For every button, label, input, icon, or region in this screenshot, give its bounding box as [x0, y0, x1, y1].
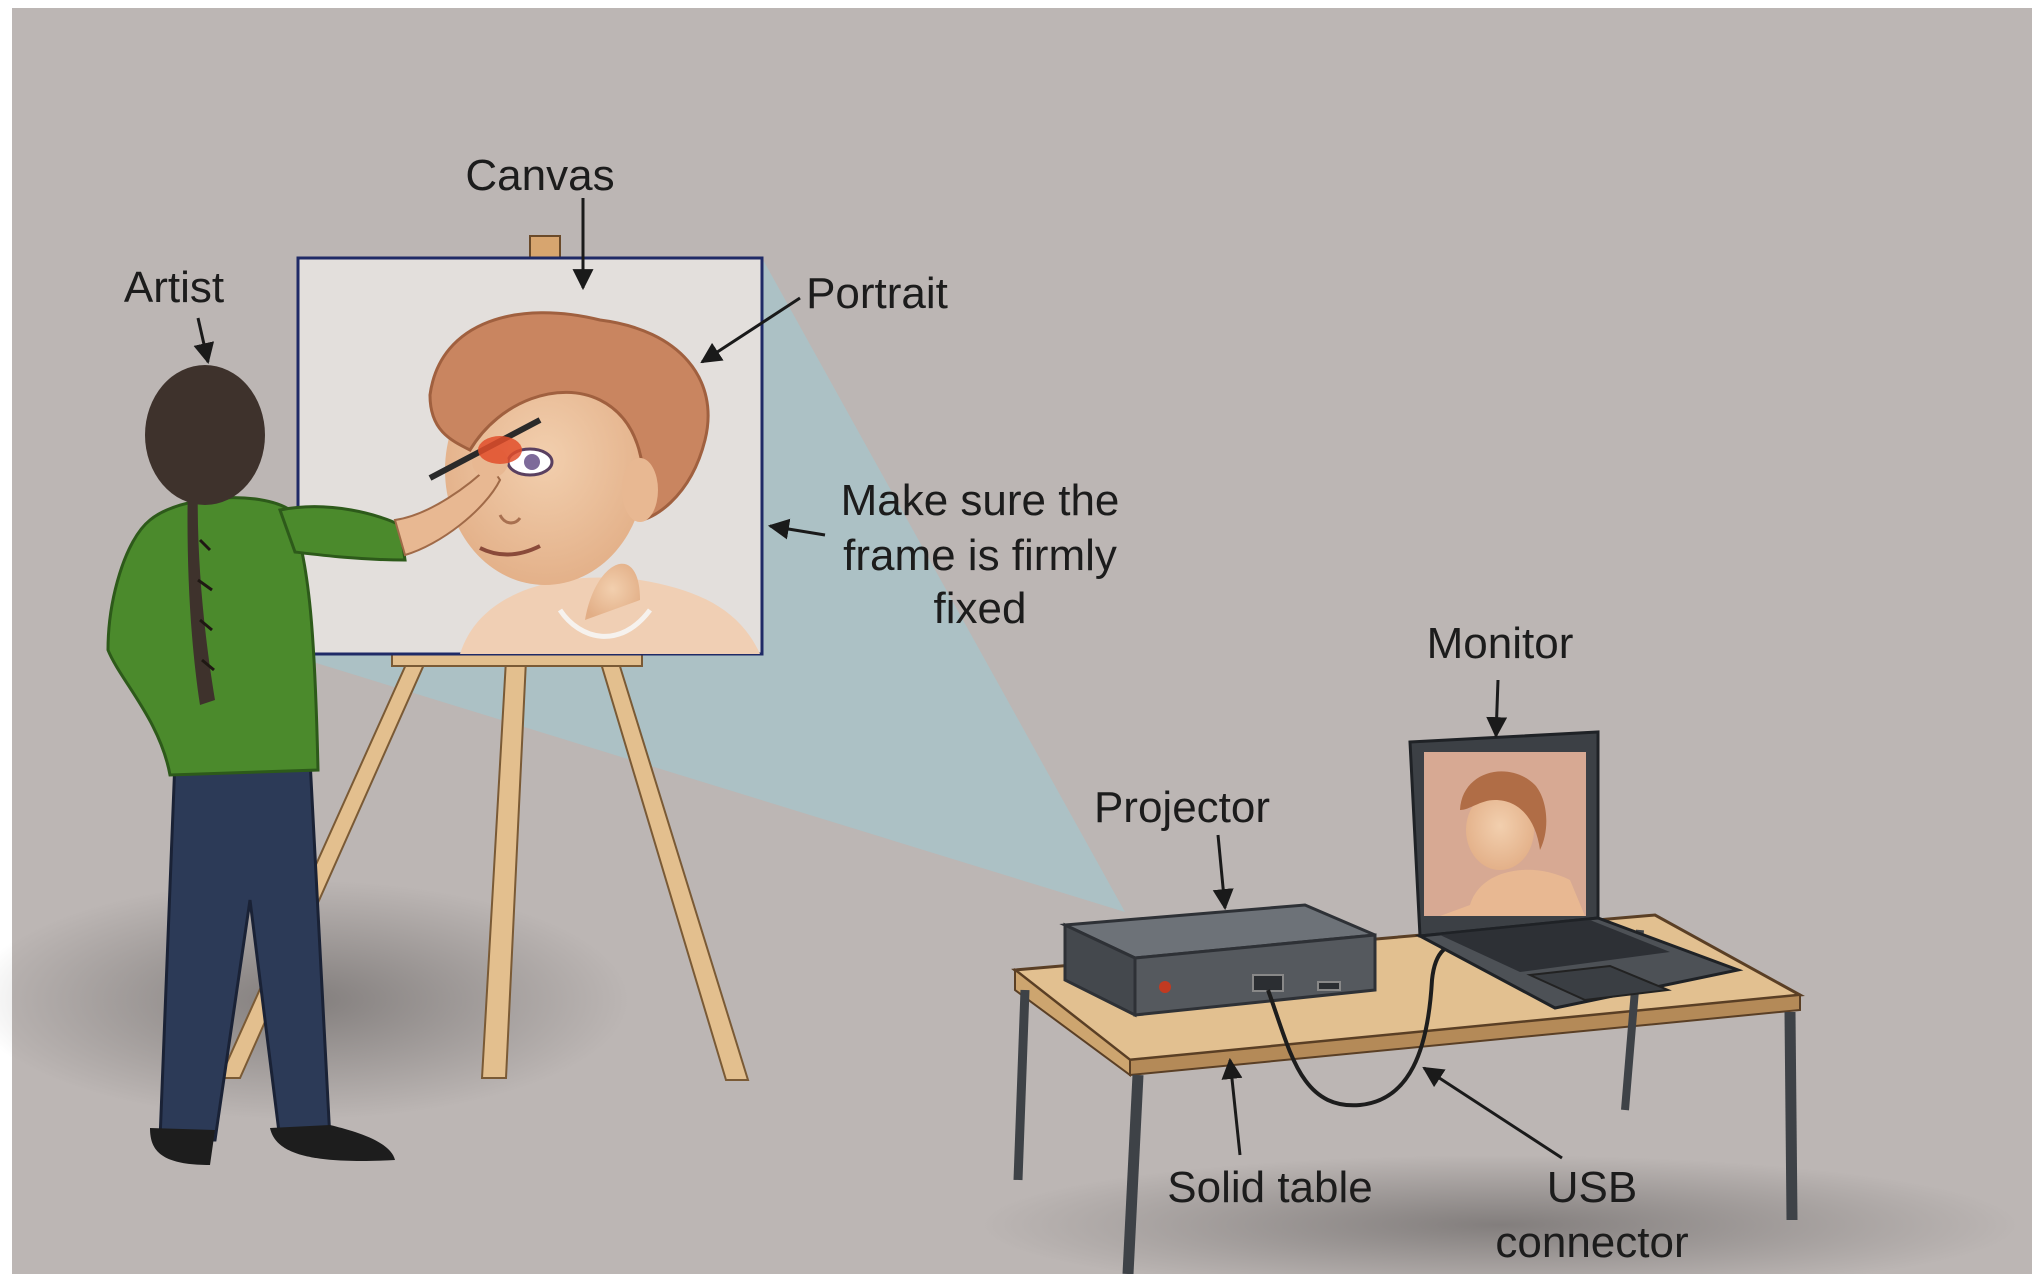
monitor-arrow — [1496, 680, 1498, 736]
label-frame-line1: Make sure the — [841, 476, 1120, 525]
label-usb-line2: connector — [1495, 1218, 1688, 1267]
label-artist: Artist — [124, 263, 224, 312]
label-usb-line1: USB — [1547, 1163, 1637, 1212]
label-portrait: Portrait — [806, 269, 948, 318]
label-frame-line2: frame is firmly — [843, 531, 1117, 580]
canvas — [298, 258, 762, 654]
label-solid-table: Solid table — [1167, 1163, 1372, 1212]
label-frame-line3: fixed — [934, 584, 1027, 633]
label-canvas: Canvas — [465, 151, 614, 200]
label-monitor: Monitor — [1427, 619, 1574, 668]
label-projector: Projector — [1094, 783, 1270, 832]
